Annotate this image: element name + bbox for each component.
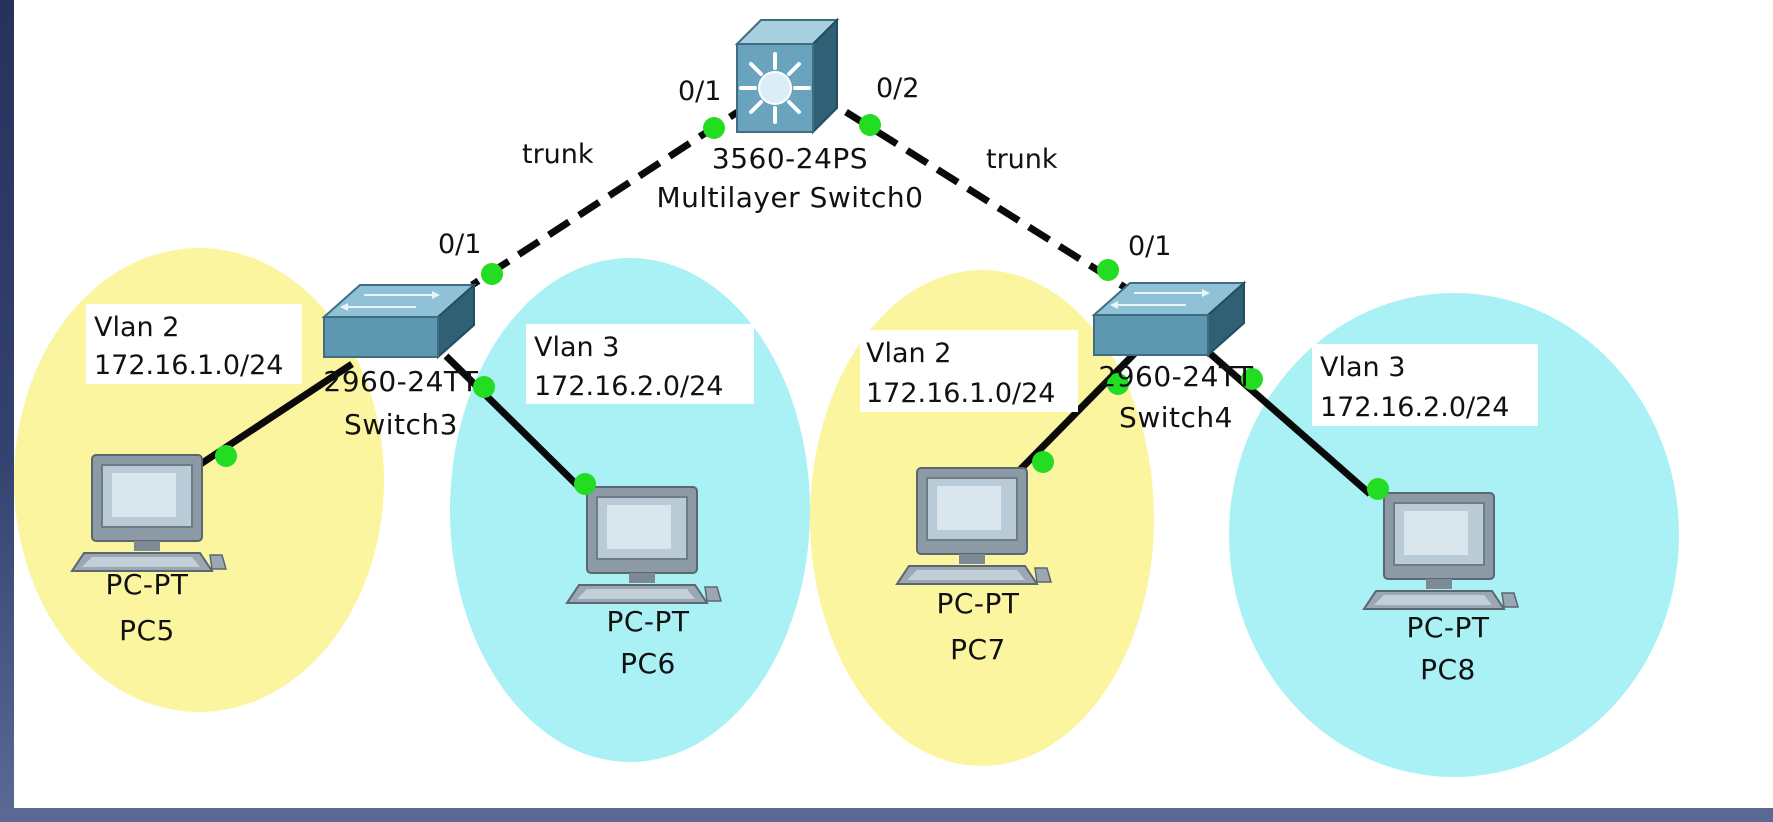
link-dot xyxy=(215,445,237,467)
link-dot xyxy=(473,376,495,398)
access-link-pc8[interactable] xyxy=(1203,347,1373,497)
topology-canvas: Vlan 2 172.16.1.0/24 Vlan 3 172.16.2.0/2… xyxy=(14,0,1773,808)
link-dot xyxy=(703,117,725,139)
switch3-name: Switch3 xyxy=(344,408,458,441)
vlan-name: Vlan 2 xyxy=(866,338,951,369)
link-dot xyxy=(1367,478,1389,500)
trunk-link-left[interactable] xyxy=(470,101,752,288)
switch4-model: 2960-24TT xyxy=(1098,360,1254,393)
access-link-pc5[interactable] xyxy=(182,361,354,478)
core-port-right-label: 0/2 xyxy=(876,73,919,104)
link-dot xyxy=(481,263,503,285)
trunk-link-right[interactable] xyxy=(844,109,1128,291)
vlan-label-box xyxy=(86,304,302,384)
link-dot xyxy=(1097,259,1119,281)
vlan-label-box xyxy=(526,324,754,404)
core-switch-model: 3560-24PS xyxy=(712,142,868,175)
pc7-model: PC-PT xyxy=(936,587,1019,620)
pc8-model: PC-PT xyxy=(1406,611,1489,644)
trunk-label-left: trunk xyxy=(522,139,594,170)
vlan-subnet: 172.16.2.0/24 xyxy=(1320,392,1509,423)
pc6-name: PC6 xyxy=(620,647,676,680)
trunk-label-right: trunk xyxy=(986,144,1058,175)
multilayer-switch-icon[interactable] xyxy=(734,17,840,135)
pc8-name: PC8 xyxy=(1420,653,1476,686)
vlan-subnet: 172.16.2.0/24 xyxy=(534,371,723,402)
vlan-label-box xyxy=(860,330,1078,412)
core-switch-name: Multilayer Switch0 xyxy=(657,181,924,214)
switch4-name: Switch4 xyxy=(1119,401,1233,434)
pc5-name: PC5 xyxy=(119,614,175,647)
vlan-name: Vlan 3 xyxy=(534,332,619,363)
switch-icon[interactable] xyxy=(1093,282,1245,356)
vlan-name: Vlan 3 xyxy=(1320,352,1405,383)
link-dot xyxy=(859,114,881,136)
vlan-subnet: 172.16.1.0/24 xyxy=(866,378,1055,409)
link-dot xyxy=(1107,373,1129,395)
vlan-subnet: 172.16.1.0/24 xyxy=(94,350,283,381)
pc7-name: PC7 xyxy=(950,633,1006,666)
vlan-label-box xyxy=(1312,344,1538,426)
link-dot xyxy=(1241,368,1263,390)
network-diagram: Vlan 2 172.16.1.0/24 Vlan 3 172.16.2.0/2… xyxy=(14,17,1679,777)
access-link-pc6[interactable] xyxy=(443,353,583,491)
pc5-model: PC-PT xyxy=(105,568,188,601)
core-port-left-label: 0/1 xyxy=(678,76,721,107)
switch3-port-label: 0/1 xyxy=(438,229,481,260)
switch-icon[interactable] xyxy=(323,284,475,358)
switch3-model: 2960-24TT xyxy=(323,365,479,398)
link-dot xyxy=(574,473,596,495)
switch4-port-label: 0/1 xyxy=(1128,231,1171,262)
link-status-dots xyxy=(215,114,1389,500)
pc6-model: PC-PT xyxy=(606,605,689,638)
link-dot xyxy=(1032,451,1054,473)
vlan-name: Vlan 2 xyxy=(94,312,179,343)
